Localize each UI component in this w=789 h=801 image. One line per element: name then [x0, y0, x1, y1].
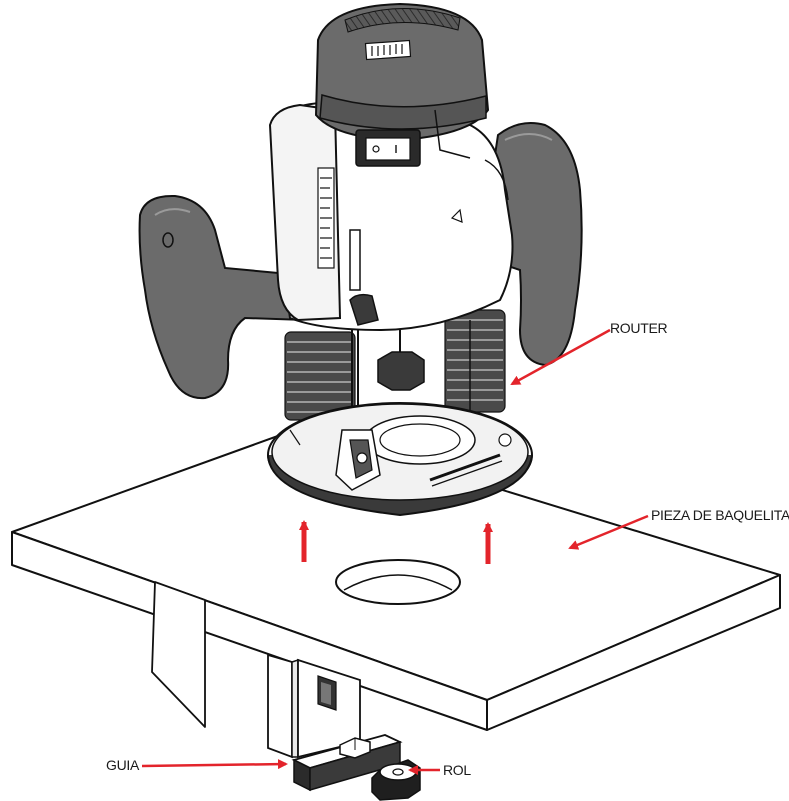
- label-rol: ROL: [443, 762, 471, 778]
- router-right-handle: [488, 122, 583, 367]
- guide-bracket: [267, 653, 293, 759]
- depth-scale: [317, 167, 335, 269]
- router-icon: [138, 2, 583, 517]
- table-support: [151, 581, 421, 801]
- plate-side-edge: [486, 574, 781, 731]
- plate-hole: [335, 559, 461, 605]
- callout-leaders: [141, 328, 649, 775]
- router-left-handle: [138, 194, 307, 400]
- label-guia: GUIA: [106, 757, 140, 773]
- motion-arrows: [299, 520, 493, 564]
- pieza-leader: [568, 514, 649, 550]
- router-leader: [510, 328, 611, 386]
- label-pieza-de-baquelita: PIEZA DE BAQUELITA: [651, 507, 789, 523]
- label-router: ROUTER: [610, 320, 668, 336]
- guia-leader: [141, 759, 288, 770]
- brand-badge: [364, 39, 412, 61]
- power-switch-icon: [355, 129, 421, 167]
- bakelite-plate: [11, 427, 781, 731]
- router-collet: [377, 351, 425, 391]
